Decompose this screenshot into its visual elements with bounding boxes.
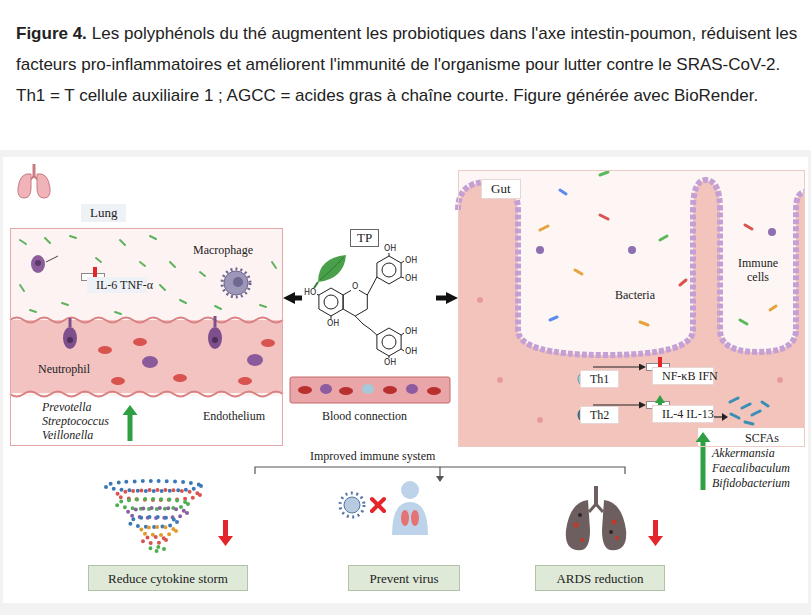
label: Bifidobacterium (712, 476, 790, 490)
node-label: Prevent virus (370, 571, 439, 587)
arrow-shape (655, 357, 665, 377)
figure-number: Figure 4. (16, 24, 87, 43)
th2-cell: Th2 (577, 407, 593, 423)
label: Prevotella (42, 400, 92, 414)
arrow-shape (90, 267, 100, 287)
cytokine-box: NF-κB IFN (646, 363, 670, 371)
node-label: NF-κB IFN (652, 367, 714, 385)
chemical-group: OH (404, 347, 418, 356)
label: SCFAs (745, 431, 779, 445)
chemical-group: O (351, 282, 359, 291)
node-label: Lung (81, 204, 126, 222)
chemical-group: OH (404, 327, 418, 336)
cytokine-box: IL-6 TNF-α (81, 273, 105, 281)
label: Macrophage (193, 243, 253, 257)
label: Streptococcus (42, 414, 109, 428)
lung-icon (18, 164, 50, 198)
figure-caption: Figure 4.Les polyphénols du thé augmente… (16, 18, 806, 111)
node-label: TP (350, 229, 379, 247)
chemical-group: OH (404, 274, 418, 283)
chemical-group: HO (303, 288, 317, 297)
caption-text: Les polyphénols du thé augmentent les pr… (16, 24, 797, 105)
outcome-box: ARDS reduction (535, 565, 665, 591)
gut-panel: GutTh1 NF-κB IFN Th2 IL-4 IL-13 (458, 170, 805, 447)
node-label: IL-4 IL-13 (652, 405, 714, 423)
node-label: Gut (481, 179, 521, 199)
label: Improved immune system (307, 449, 438, 463)
arrow-connector (436, 296, 447, 301)
label: Neutrophil (38, 362, 90, 376)
label: Veillonella (42, 428, 93, 442)
node-label: Th2 (580, 406, 619, 424)
label: Immune cells (734, 256, 782, 284)
node-label: ARDS reduction (556, 571, 643, 587)
label: Bacteria (615, 288, 655, 302)
arrow-shape (655, 395, 665, 415)
label: Endothelium (203, 409, 265, 423)
chemical-group: OH (326, 319, 340, 328)
node-label: IL-6 TNF-α (87, 277, 147, 293)
node-label: Reduce cytokine storm (108, 571, 228, 587)
node-label: Th1 (580, 370, 619, 388)
chemical-group: OH (383, 244, 397, 253)
label: Akkermansia (712, 446, 775, 460)
cytokine-box: IL-4 IL-13 (646, 401, 670, 409)
chemical-group: OH (404, 256, 418, 265)
chemical-group: OH (383, 358, 397, 367)
label: Blood connection (322, 409, 407, 423)
outcome-box: Prevent virus (348, 565, 460, 591)
outcome-box: Reduce cytokine storm (88, 565, 248, 591)
arrow-connector (294, 296, 302, 301)
th1-cell: Th1 (577, 371, 593, 387)
arrow-connector (593, 366, 640, 367)
label: Faecalibaculum (712, 461, 790, 475)
